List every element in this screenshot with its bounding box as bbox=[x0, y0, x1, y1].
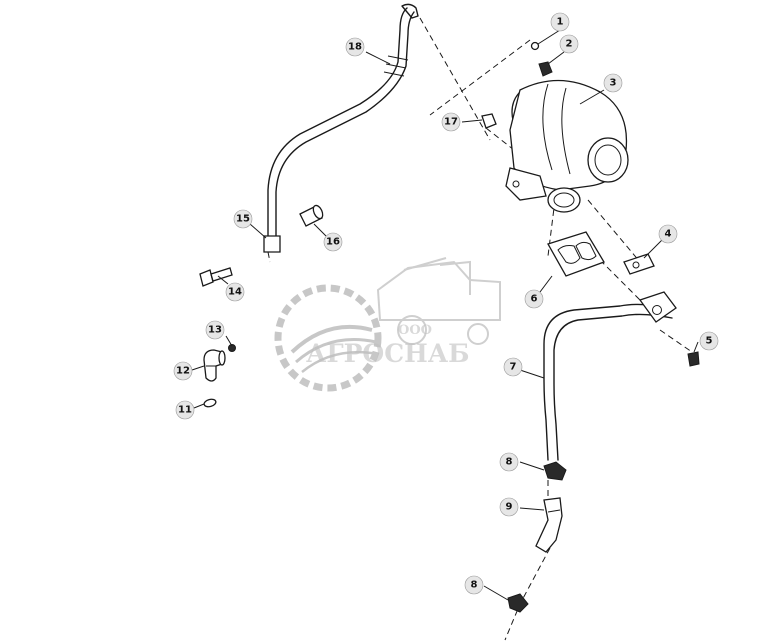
svg-text:1: 1 bbox=[557, 17, 564, 28]
svg-text:7: 7 bbox=[510, 362, 517, 373]
callout-7: 7 bbox=[503, 357, 523, 377]
leader-lines bbox=[191, 29, 699, 601]
callout-8-upper: 8 bbox=[499, 452, 519, 472]
hose-clamp-lower-part bbox=[507, 593, 529, 613]
callout-12: 12 bbox=[173, 361, 193, 381]
svg-text:5: 5 bbox=[706, 336, 713, 347]
sleeve-part bbox=[299, 204, 324, 227]
callout-15: 15 bbox=[233, 209, 253, 229]
watermark-name: АГРОСНАБ bbox=[306, 339, 469, 368]
callout-13: 13 bbox=[205, 320, 225, 340]
svg-text:6: 6 bbox=[531, 294, 538, 305]
callout-5: 5 bbox=[699, 331, 719, 351]
oil-drain-pipe bbox=[543, 291, 677, 461]
callout-17: 17 bbox=[441, 112, 461, 132]
watermark-prefix: ООО bbox=[398, 323, 432, 338]
svg-text:12: 12 bbox=[176, 366, 190, 377]
small-fittings bbox=[481, 41, 553, 129]
svg-text:2: 2 bbox=[566, 39, 573, 50]
watermark: ООО АГРОСНАБ bbox=[274, 257, 501, 392]
svg-text:4: 4 bbox=[665, 229, 672, 240]
callout-16: 16 bbox=[323, 232, 343, 252]
svg-text:8: 8 bbox=[506, 457, 513, 468]
callout-2: 2 bbox=[559, 34, 579, 54]
callout-9: 9 bbox=[499, 497, 519, 517]
drain-bolt-part bbox=[687, 351, 700, 367]
svg-text:3: 3 bbox=[610, 78, 617, 89]
svg-text:16: 16 bbox=[326, 237, 340, 248]
svg-text:9: 9 bbox=[506, 502, 513, 513]
callout-6: 6 bbox=[524, 289, 544, 309]
callout-3: 3 bbox=[603, 73, 623, 93]
callout-8-lower: 8 bbox=[464, 575, 484, 595]
small-gasket-part bbox=[623, 253, 655, 275]
callout-11: 11 bbox=[175, 400, 195, 420]
callout-4: 4 bbox=[658, 224, 678, 244]
callout-1: 1 bbox=[550, 12, 570, 32]
svg-text:11: 11 bbox=[178, 405, 192, 416]
svg-text:15: 15 bbox=[236, 214, 250, 225]
svg-text:14: 14 bbox=[228, 287, 242, 298]
washer-part bbox=[228, 344, 236, 352]
svg-text:13: 13 bbox=[208, 325, 222, 336]
gear-logo-icon bbox=[274, 284, 382, 392]
oil-feed-pipe bbox=[263, 3, 419, 253]
turbocharger-part bbox=[505, 79, 629, 213]
elbow-fitting-part bbox=[203, 349, 226, 382]
callout-14: 14 bbox=[225, 282, 245, 302]
svg-text:8: 8 bbox=[471, 580, 478, 591]
combine-harvester-icon bbox=[376, 257, 501, 345]
callout-18: 18 bbox=[345, 37, 365, 57]
bolt-part bbox=[199, 267, 233, 287]
svg-text:17: 17 bbox=[444, 117, 458, 128]
flange-gasket-part bbox=[547, 231, 605, 277]
svg-text:18: 18 bbox=[348, 42, 362, 53]
hose-clamp-upper-part bbox=[543, 461, 567, 481]
o-ring-part bbox=[203, 398, 217, 408]
drain-hose-part bbox=[535, 497, 563, 553]
